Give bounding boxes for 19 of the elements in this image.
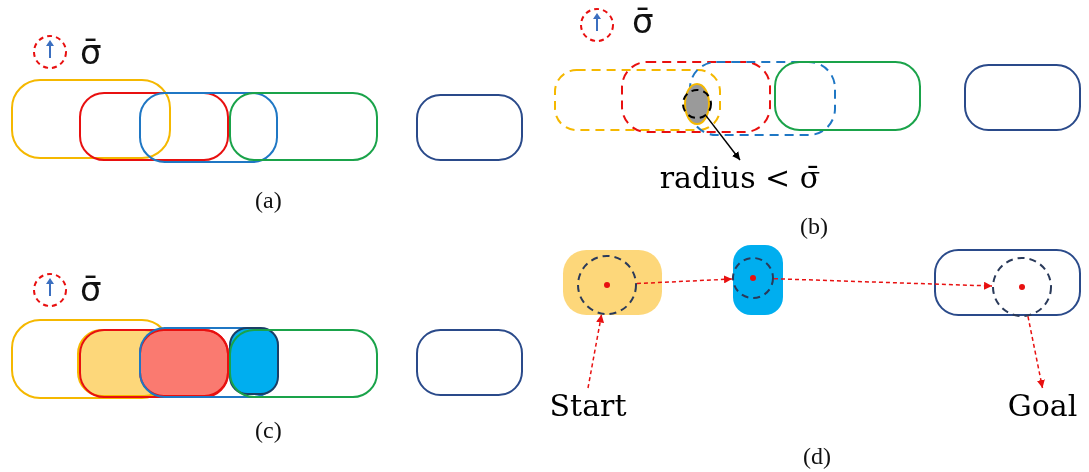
- sigma-symbol: σ̄: [632, 4, 654, 38]
- sigma-symbol: σ̄: [80, 272, 102, 306]
- path-arrow: [773, 277, 993, 290]
- path-arrow: [587, 313, 605, 389]
- dashed-circle: [577, 255, 637, 315]
- path-arrow: [636, 275, 733, 285]
- shaded-region: [682, 83, 712, 125]
- path-arrow: [1027, 315, 1045, 389]
- text-label: radius < σ̄: [640, 160, 840, 196]
- dashed-circle: [992, 257, 1052, 317]
- dashed-circle: [732, 257, 774, 299]
- panel-label: (c): [255, 418, 282, 442]
- text-label: Start: [548, 388, 628, 424]
- panel-label: (b): [800, 214, 828, 238]
- panel-label: (a): [255, 188, 282, 212]
- panel-label: (d): [803, 444, 831, 468]
- sigma-symbol: σ̄: [80, 35, 102, 69]
- text-label: Goal: [1000, 388, 1085, 424]
- leader-arrow: [705, 115, 741, 161]
